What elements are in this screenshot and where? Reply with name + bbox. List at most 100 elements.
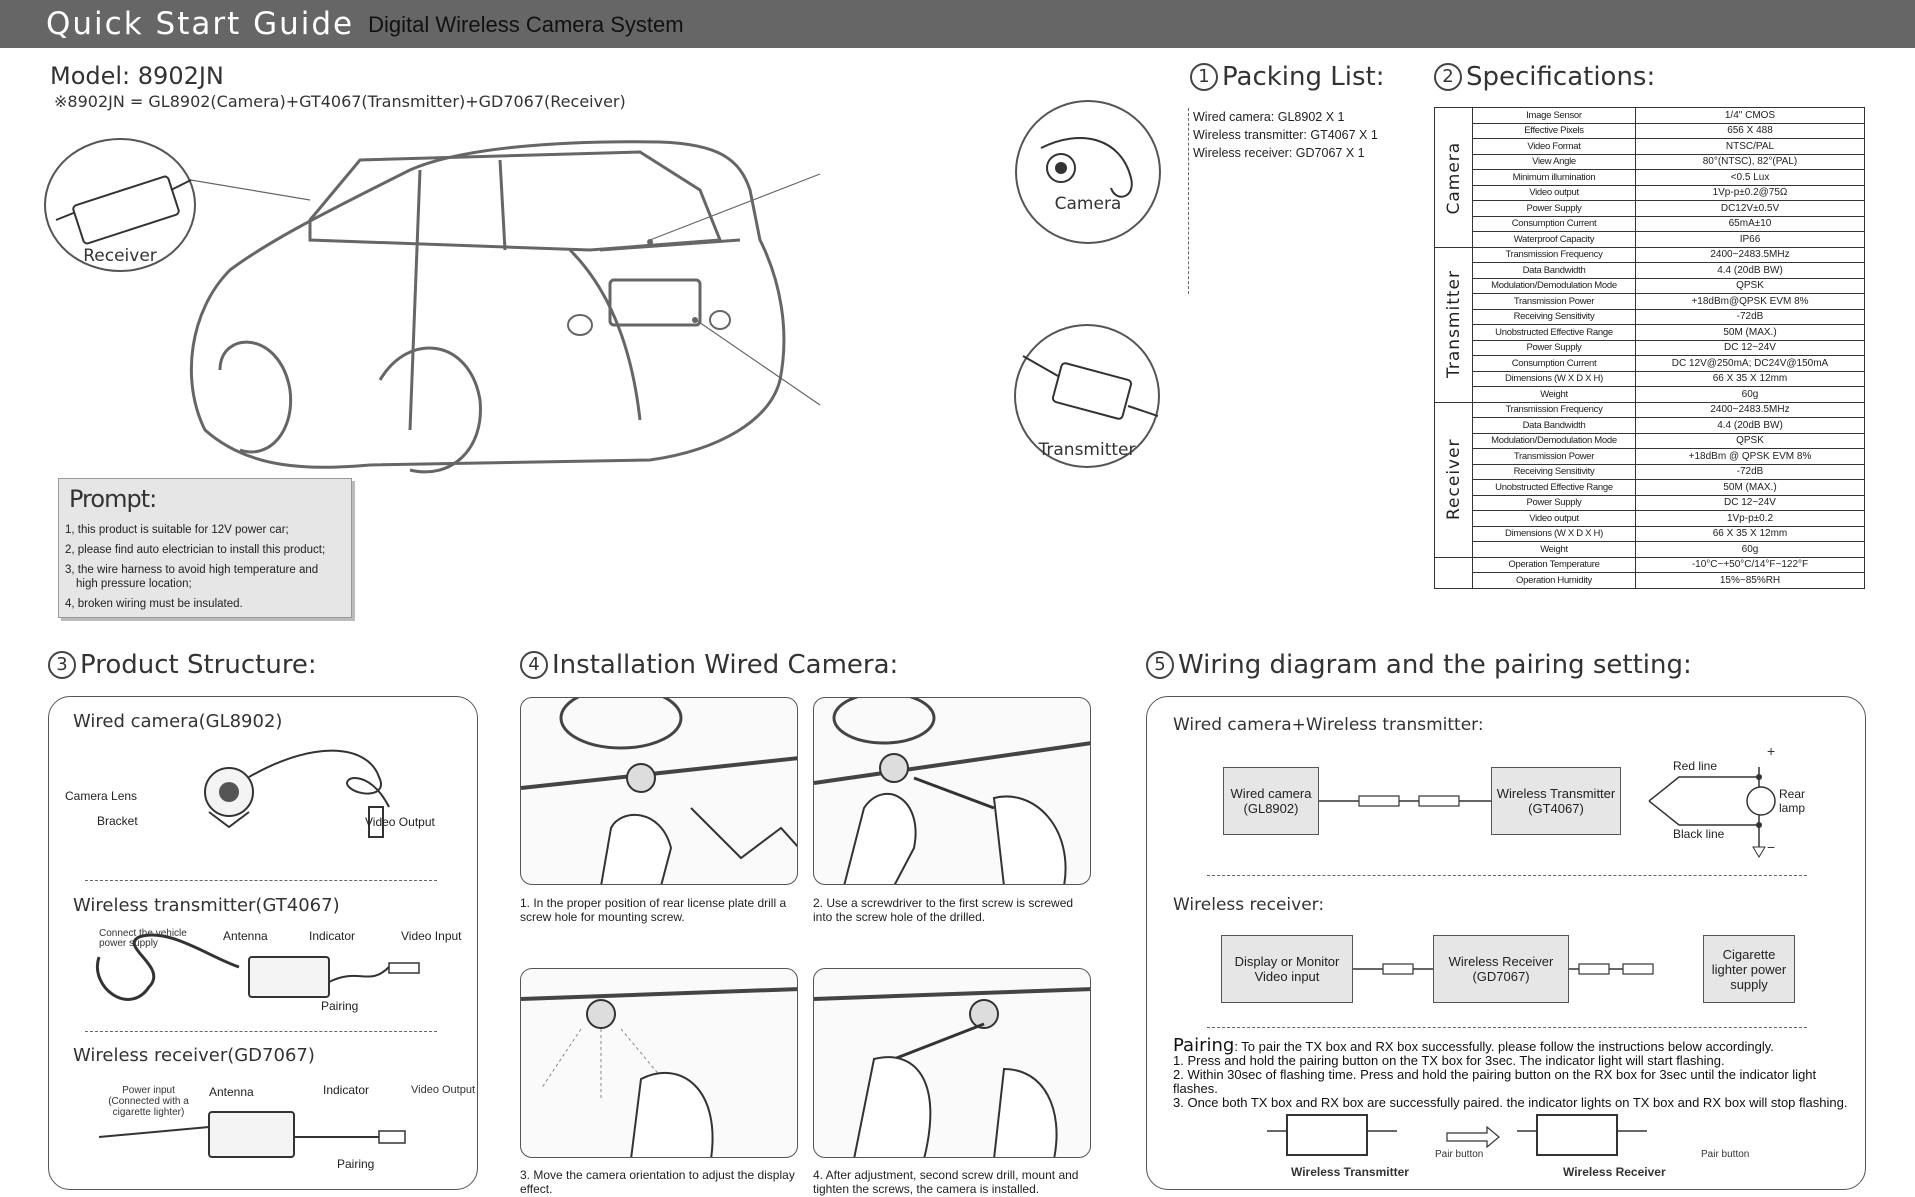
spec-value: 66 X 35 X 12mm: [1635, 525, 1865, 542]
spec-key: Transmission Frequency: [1472, 246, 1636, 263]
transmitter-power-label: Connect the vehicle power supply: [99, 928, 187, 949]
receiver-structure-title: Wireless receiver(GD7067): [73, 1045, 315, 1066]
spec-key: Video output: [1472, 510, 1636, 527]
wireless-receiver-box: Wireless Receiver (GD7067): [1433, 935, 1569, 1003]
install-step-1-caption: 1. In the proper position of rear licens…: [520, 896, 787, 924]
prompt-title: Prompt:: [69, 485, 157, 513]
receiver-callout-label: Receiver: [83, 246, 157, 266]
spec-value: DC 12~24V: [1635, 339, 1865, 356]
pairing-intro: : To pair the TX box and RX box successf…: [1234, 1039, 1774, 1054]
transmitter-structure-image: [95, 933, 420, 1001]
plus-label: +: [1767, 743, 1776, 759]
camera-structure-image: [204, 749, 390, 838]
install-title: Installation Wired Camera:: [552, 650, 899, 680]
receiver-pairing-label: Pairing: [337, 1157, 375, 1171]
spec-key: Receiving Sensitivity: [1472, 463, 1636, 480]
tx-pair-button-label: Pair button: [1435, 1149, 1484, 1160]
wiring-title: Wiring diagram and the pairing setting:: [1178, 650, 1692, 680]
transmitter-pairing-label: Pairing: [321, 999, 359, 1013]
structure-number: 3: [48, 651, 76, 679]
spec-value: 4.4 (20dB BW): [1635, 417, 1865, 434]
wiring-number: 5: [1146, 651, 1174, 679]
spec-key: Consumption Current: [1472, 215, 1636, 232]
install-step-3-caption: 3. Move the camera orientation to adjust…: [520, 1168, 795, 1196]
spec-value: DC 12~24V: [1635, 494, 1865, 511]
packing-heading: 1 Packing List:: [1190, 62, 1384, 92]
spec-value: 2400~2483.5MHz: [1635, 401, 1865, 418]
spec-value: <0.5 Lux: [1635, 169, 1865, 186]
spec-group-label: Camera: [1434, 107, 1473, 247]
wiring-section-1-title: Wired camera+Wireless transmitter:: [1173, 715, 1484, 735]
structure-heading: 3 Product Structure:: [48, 650, 317, 680]
rx-pair-label: Wireless Receiver: [1563, 1165, 1666, 1179]
spec-value: 66 X 35 X 12mm: [1635, 370, 1865, 387]
spec-key: Video output: [1472, 184, 1636, 201]
spec-key: Consumption Current: [1472, 355, 1636, 372]
spec-group-label: Transmitter: [1434, 247, 1473, 402]
transmitter-antenna-label: Antenna: [223, 929, 268, 943]
spec-key: Power Supply: [1472, 200, 1636, 217]
spec-value: -72dB: [1635, 463, 1865, 480]
guide-title: Quick Start Guide: [46, 6, 355, 42]
spec-row: Dimensions (W X D X H)66 X 35 X 12mm: [1435, 370, 1865, 387]
transmitter-callout: Transmitter: [1014, 324, 1160, 468]
spec-row: Dimensions (W X D X H)66 X 35 X 12mm: [1435, 525, 1865, 542]
pairing-diagram: [1267, 1114, 1647, 1156]
install-step-2-image: [813, 697, 1091, 885]
divider: [85, 880, 437, 881]
specs-heading: 2 Specifications:: [1434, 62, 1655, 92]
receiver-antenna-label: Antenna: [209, 1085, 254, 1099]
header-bar: Quick Start Guide Digital Wireless Camer…: [0, 0, 1915, 48]
packing-title: Packing List:: [1222, 62, 1385, 92]
wired-camera-box: Wired camera (GL8902): [1223, 767, 1319, 835]
spec-key: Effective Pixels: [1472, 122, 1636, 139]
wireless-transmitter-box: Wireless Transmitter (GT4067): [1491, 767, 1621, 835]
install-step-1-image: [520, 697, 798, 885]
receiver-box-icon: [55, 175, 192, 245]
spec-value: 65mA±10: [1635, 215, 1865, 232]
install-step-4-caption: 4. After adjustment, second screw drill,…: [813, 1168, 1079, 1196]
install-heading: 4 Installation Wired Camera:: [520, 650, 898, 680]
receiver-structure-image: [98, 1111, 406, 1158]
rear-lamp-label: Rear lamp: [1779, 787, 1806, 815]
camera-video-output-label: Video Output: [365, 815, 435, 829]
pairing-instructions: Pairing: To pair the TX box and RX box s…: [1173, 1037, 1863, 1110]
wiring-panel: Wired camera+Wireless transmitter: Wired…: [1146, 696, 1866, 1190]
spec-key: Receiving Sensitivity: [1472, 308, 1636, 325]
structure-title: Product Structure:: [80, 650, 317, 680]
prompt-item: 1, this product is suitable for 12V powe…: [65, 524, 289, 536]
spec-value: 15%~85%RH: [1635, 572, 1865, 589]
camera-structure-title: Wired camera(GL8902): [73, 711, 283, 732]
camera-callout-label: Camera: [1054, 194, 1122, 214]
prompt-item: 2, please find auto electrician to insta…: [65, 544, 326, 556]
spec-key: View Angle: [1472, 153, 1636, 170]
spec-value: DC12V±0.5V: [1635, 200, 1865, 217]
packing-item: Wired camera: GL8902 X 1: [1193, 110, 1345, 124]
receiver-indicator-label: Indicator: [323, 1083, 370, 1097]
install-step-4-image: [813, 968, 1091, 1158]
spec-key: Dimensions (W X D X H): [1472, 525, 1636, 542]
divider: [1207, 875, 1807, 876]
cigarette-lighter-box: Cigarette lighter power supply: [1703, 935, 1795, 1003]
spec-row: Transmission Power+18dBm @ QPSK EVM 8%: [1435, 448, 1865, 465]
spec-key: Operation Humidity: [1472, 572, 1636, 589]
spec-group-label: [1434, 557, 1473, 588]
black-line-label: Black line: [1673, 827, 1725, 841]
tx-pair-label: Wireless Transmitter: [1291, 1165, 1409, 1179]
